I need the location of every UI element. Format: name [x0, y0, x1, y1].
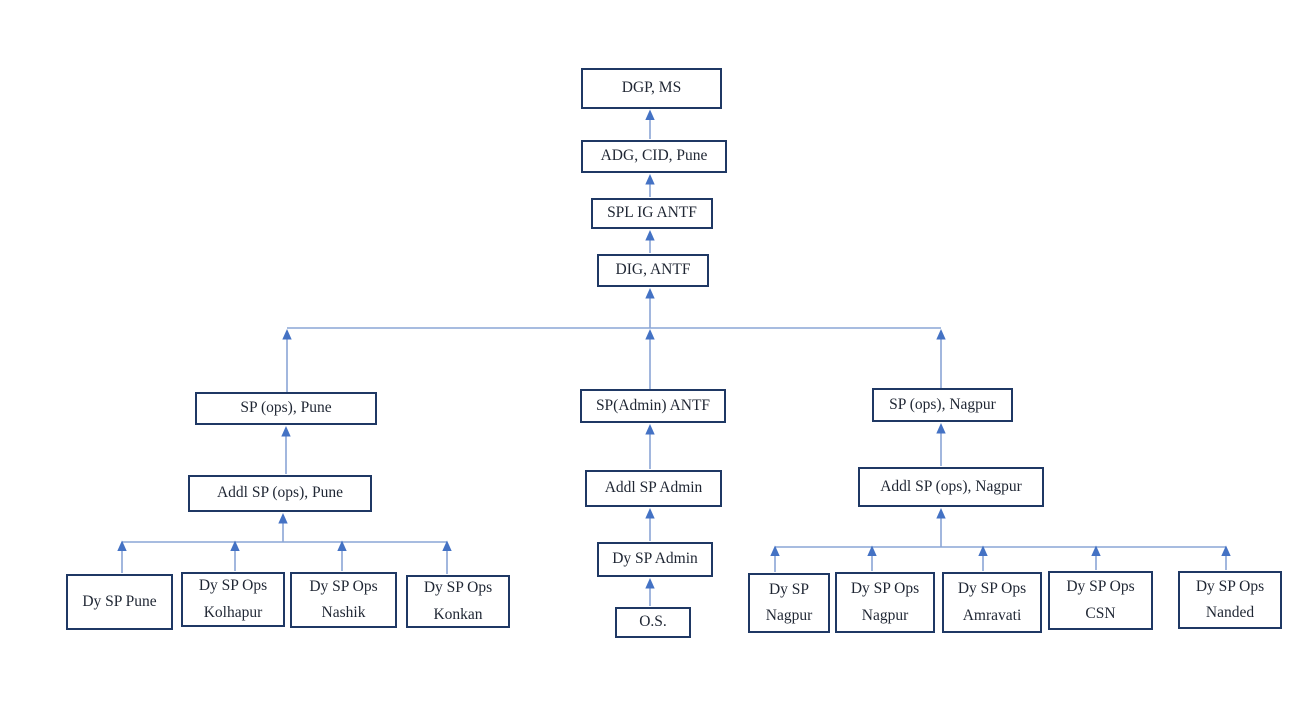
up-arrowhead [867, 545, 877, 556]
up-arrowhead [645, 109, 655, 120]
up-arrowhead [645, 174, 655, 185]
node-dgp-ms: DGP, MS [581, 68, 722, 109]
node-dy-sp-ops-nanded: Dy SP Ops Nanded [1178, 571, 1282, 629]
connector-addl-pune-to-sp-pune [281, 426, 291, 474]
connector-addl-admin-to-sp-admin [645, 424, 655, 469]
connector-dy-sp-nagpur-to-bus [770, 545, 780, 572]
connector-addl-nagpur-to-sp-nagpur [936, 423, 946, 466]
node-label: Dy SP Ops Nagpur [850, 580, 920, 624]
connector-left-bus-to-addl-pune [278, 513, 288, 542]
up-arrowhead [278, 513, 288, 524]
up-arrowhead [645, 424, 655, 435]
connector-sp-ops-nagpur-to-bus [936, 329, 946, 388]
node-label: DIG, ANTF [615, 261, 691, 279]
up-arrowhead [770, 545, 780, 556]
connector-dy-sp-pune-to-bus [117, 540, 127, 573]
connector-csn-to-bus [1091, 545, 1101, 570]
node-sp-ops-pune: SP (ops), Pune [195, 392, 377, 425]
node-dy-sp-ops-nashik: Dy SP Ops Nashik [290, 572, 397, 628]
up-arrowhead [936, 329, 946, 340]
node-label: DGP, MS [621, 79, 682, 97]
node-dy-sp-ops-amravati: Dy SP Ops Amravati [942, 572, 1042, 633]
connector-dig-to-splig [645, 230, 655, 253]
up-arrowhead [645, 288, 655, 299]
node-label: Addl SP (ops), Nagpur [880, 477, 1022, 495]
up-arrowhead [1221, 545, 1231, 556]
node-dy-sp-ops-csn: Dy SP Ops CSN [1048, 571, 1153, 630]
node-dy-sp-nagpur: Dy SP Nagpur [748, 573, 830, 633]
node-dy-sp-ops-konkan: Dy SP Ops Konkan [406, 575, 510, 628]
connector-sp-admin-to-bus [645, 329, 655, 389]
node-addl-sp-ops-nagpur: Addl SP (ops), Nagpur [858, 467, 1044, 507]
node-sp-admin-antf: SP(Admin) ANTF [580, 389, 726, 423]
connector-nashik-to-bus [337, 540, 347, 571]
connector-dy-admin-to-addl-admin [645, 508, 655, 541]
up-arrowhead [645, 508, 655, 519]
up-arrowhead [645, 578, 655, 589]
connector-kolhapur-to-bus [230, 540, 240, 571]
node-dy-sp-pune: Dy SP Pune [66, 574, 173, 630]
connector-right-bus-to-addl-nagpur [936, 508, 946, 547]
node-label: Dy SP Ops Konkan [423, 579, 493, 623]
up-arrowhead [645, 329, 655, 340]
node-label: Addl SP Admin [604, 479, 703, 497]
connector-bus-to-dig [645, 288, 655, 328]
up-arrowhead [117, 540, 127, 551]
node-label: Dy SP Admin [612, 550, 698, 568]
up-arrowhead [1091, 545, 1101, 556]
up-arrowhead [936, 423, 946, 434]
node-label: Dy SP Nagpur [765, 580, 813, 624]
node-label: SP (ops), Nagpur [889, 395, 996, 413]
connector-adg-to-dgp [645, 109, 655, 139]
node-addl-sp-ops-pune: Addl SP (ops), Pune [188, 475, 372, 512]
connector-sp-ops-pune-to-bus [282, 329, 292, 392]
up-arrowhead [230, 540, 240, 551]
up-arrowhead [337, 540, 347, 551]
connector-splig-to-adg [645, 174, 655, 197]
node-addl-sp-admin: Addl SP Admin [585, 470, 722, 507]
node-label: SPL IG ANTF [607, 204, 697, 222]
node-label: Dy SP Ops Nanded [1195, 577, 1265, 621]
node-dy-sp-ops-nagpur: Dy SP Ops Nagpur [835, 572, 935, 633]
up-arrowhead [645, 230, 655, 241]
node-label: ADG, CID, Pune [600, 147, 708, 165]
node-os: O.S. [615, 607, 691, 638]
connector-nanded-to-bus [1221, 545, 1231, 570]
node-spl-ig-antf: SPL IG ANTF [591, 198, 713, 229]
node-label: Dy SP Ops CSN [1066, 578, 1135, 622]
connector-dy-sp-ops-nagpur-to-bus [867, 545, 877, 571]
node-dy-sp-ops-kolhapur: Dy SP Ops Kolhapur [181, 572, 285, 627]
node-label: Addl SP (ops), Pune [216, 484, 344, 502]
node-label: Dy SP Ops Nashik [309, 577, 378, 621]
node-label: Dy SP Pune [82, 592, 157, 610]
up-arrowhead [978, 545, 988, 556]
node-sp-ops-nagpur: SP (ops), Nagpur [872, 388, 1013, 422]
node-label: Dy SP Ops Kolhapur [198, 577, 268, 621]
connector-os-to-dy-admin [645, 578, 655, 606]
node-label: SP (ops), Pune [240, 399, 332, 417]
connector-konkan-to-bus [442, 540, 452, 574]
connector-amravati-to-bus [978, 545, 988, 571]
node-label: O.S. [639, 613, 667, 631]
up-arrowhead [442, 540, 452, 551]
node-dy-sp-admin: Dy SP Admin [597, 542, 713, 577]
node-label: SP(Admin) ANTF [595, 396, 711, 414]
node-dig-antf: DIG, ANTF [597, 254, 709, 287]
up-arrowhead [281, 426, 291, 437]
up-arrowhead [936, 508, 946, 519]
up-arrowhead [282, 329, 292, 340]
node-label: Dy SP Ops Amravati [957, 580, 1027, 624]
node-adg-cid-pune: ADG, CID, Pune [581, 140, 727, 173]
